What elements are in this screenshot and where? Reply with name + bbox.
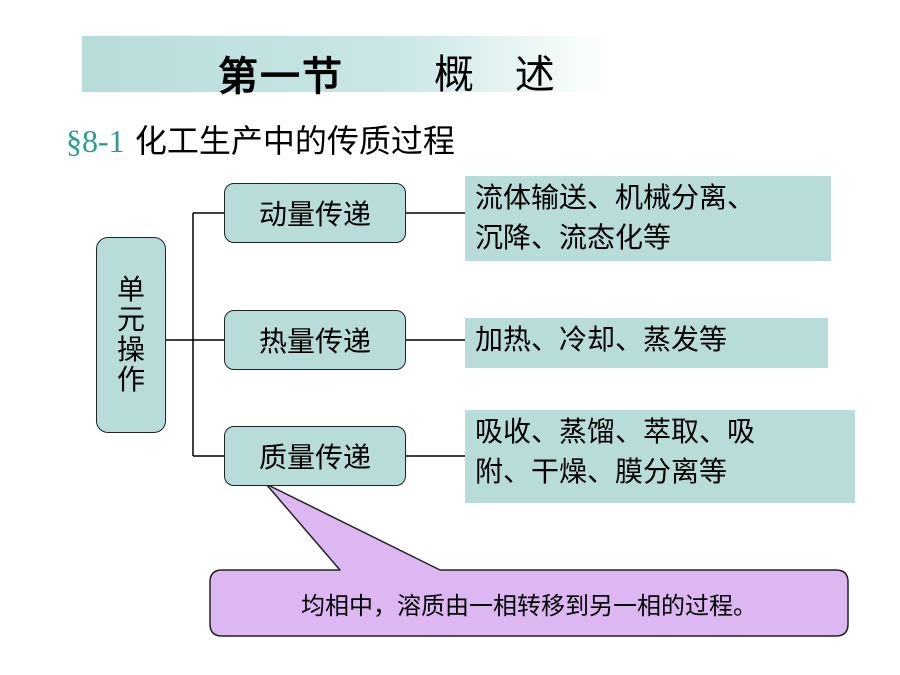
detail-line: 沉降、流态化等 [475, 221, 672, 254]
mass-transfer-box: 质量传递 [224, 426, 406, 486]
mass-transfer-definition: 均相中，溶质由一相转移到另一相的过程。 [301, 591, 757, 620]
unit-operation-char: 单 [116, 273, 145, 306]
momentum-transfer-details: 流体输送、机械分离、 沉降、流态化等 [465, 176, 831, 261]
subtitle: §8-1 化工生产中的传质过程 [66, 116, 455, 162]
detail-line: 加热、冷却、蒸发等 [475, 323, 728, 356]
page-title-section: 第一节 [218, 53, 344, 100]
detail-line: 吸收、蒸馏、萃取、吸 [475, 415, 756, 448]
mass-transfer-details: 吸收、蒸馏、萃取、吸 附、干燥、膜分离等 [465, 410, 855, 503]
unit-operation-char: 作 [116, 363, 145, 396]
callout-bubble [209, 483, 849, 637]
heat-transfer-details: 加热、冷却、蒸发等 [465, 318, 828, 368]
unit-operation-char: 操 [116, 333, 145, 366]
heat-transfer-box: 热量传递 [224, 310, 406, 370]
subtitle-text: 化工生产中的传质过程 [134, 122, 455, 160]
detail-line: 附、干燥、膜分离等 [475, 455, 728, 488]
momentum-transfer-box: 动量传递 [224, 183, 406, 243]
title-band [82, 36, 610, 92]
unit-operation-label: 单 元 操 作 [117, 275, 145, 395]
unit-operation-char: 元 [116, 303, 145, 336]
unit-operation-box: 单 元 操 作 [96, 237, 166, 433]
section-number: §8-1 [66, 123, 125, 159]
detail-line: 流体输送、机械分离、 [475, 181, 756, 214]
page-title-overview: 概 述 [434, 52, 569, 98]
